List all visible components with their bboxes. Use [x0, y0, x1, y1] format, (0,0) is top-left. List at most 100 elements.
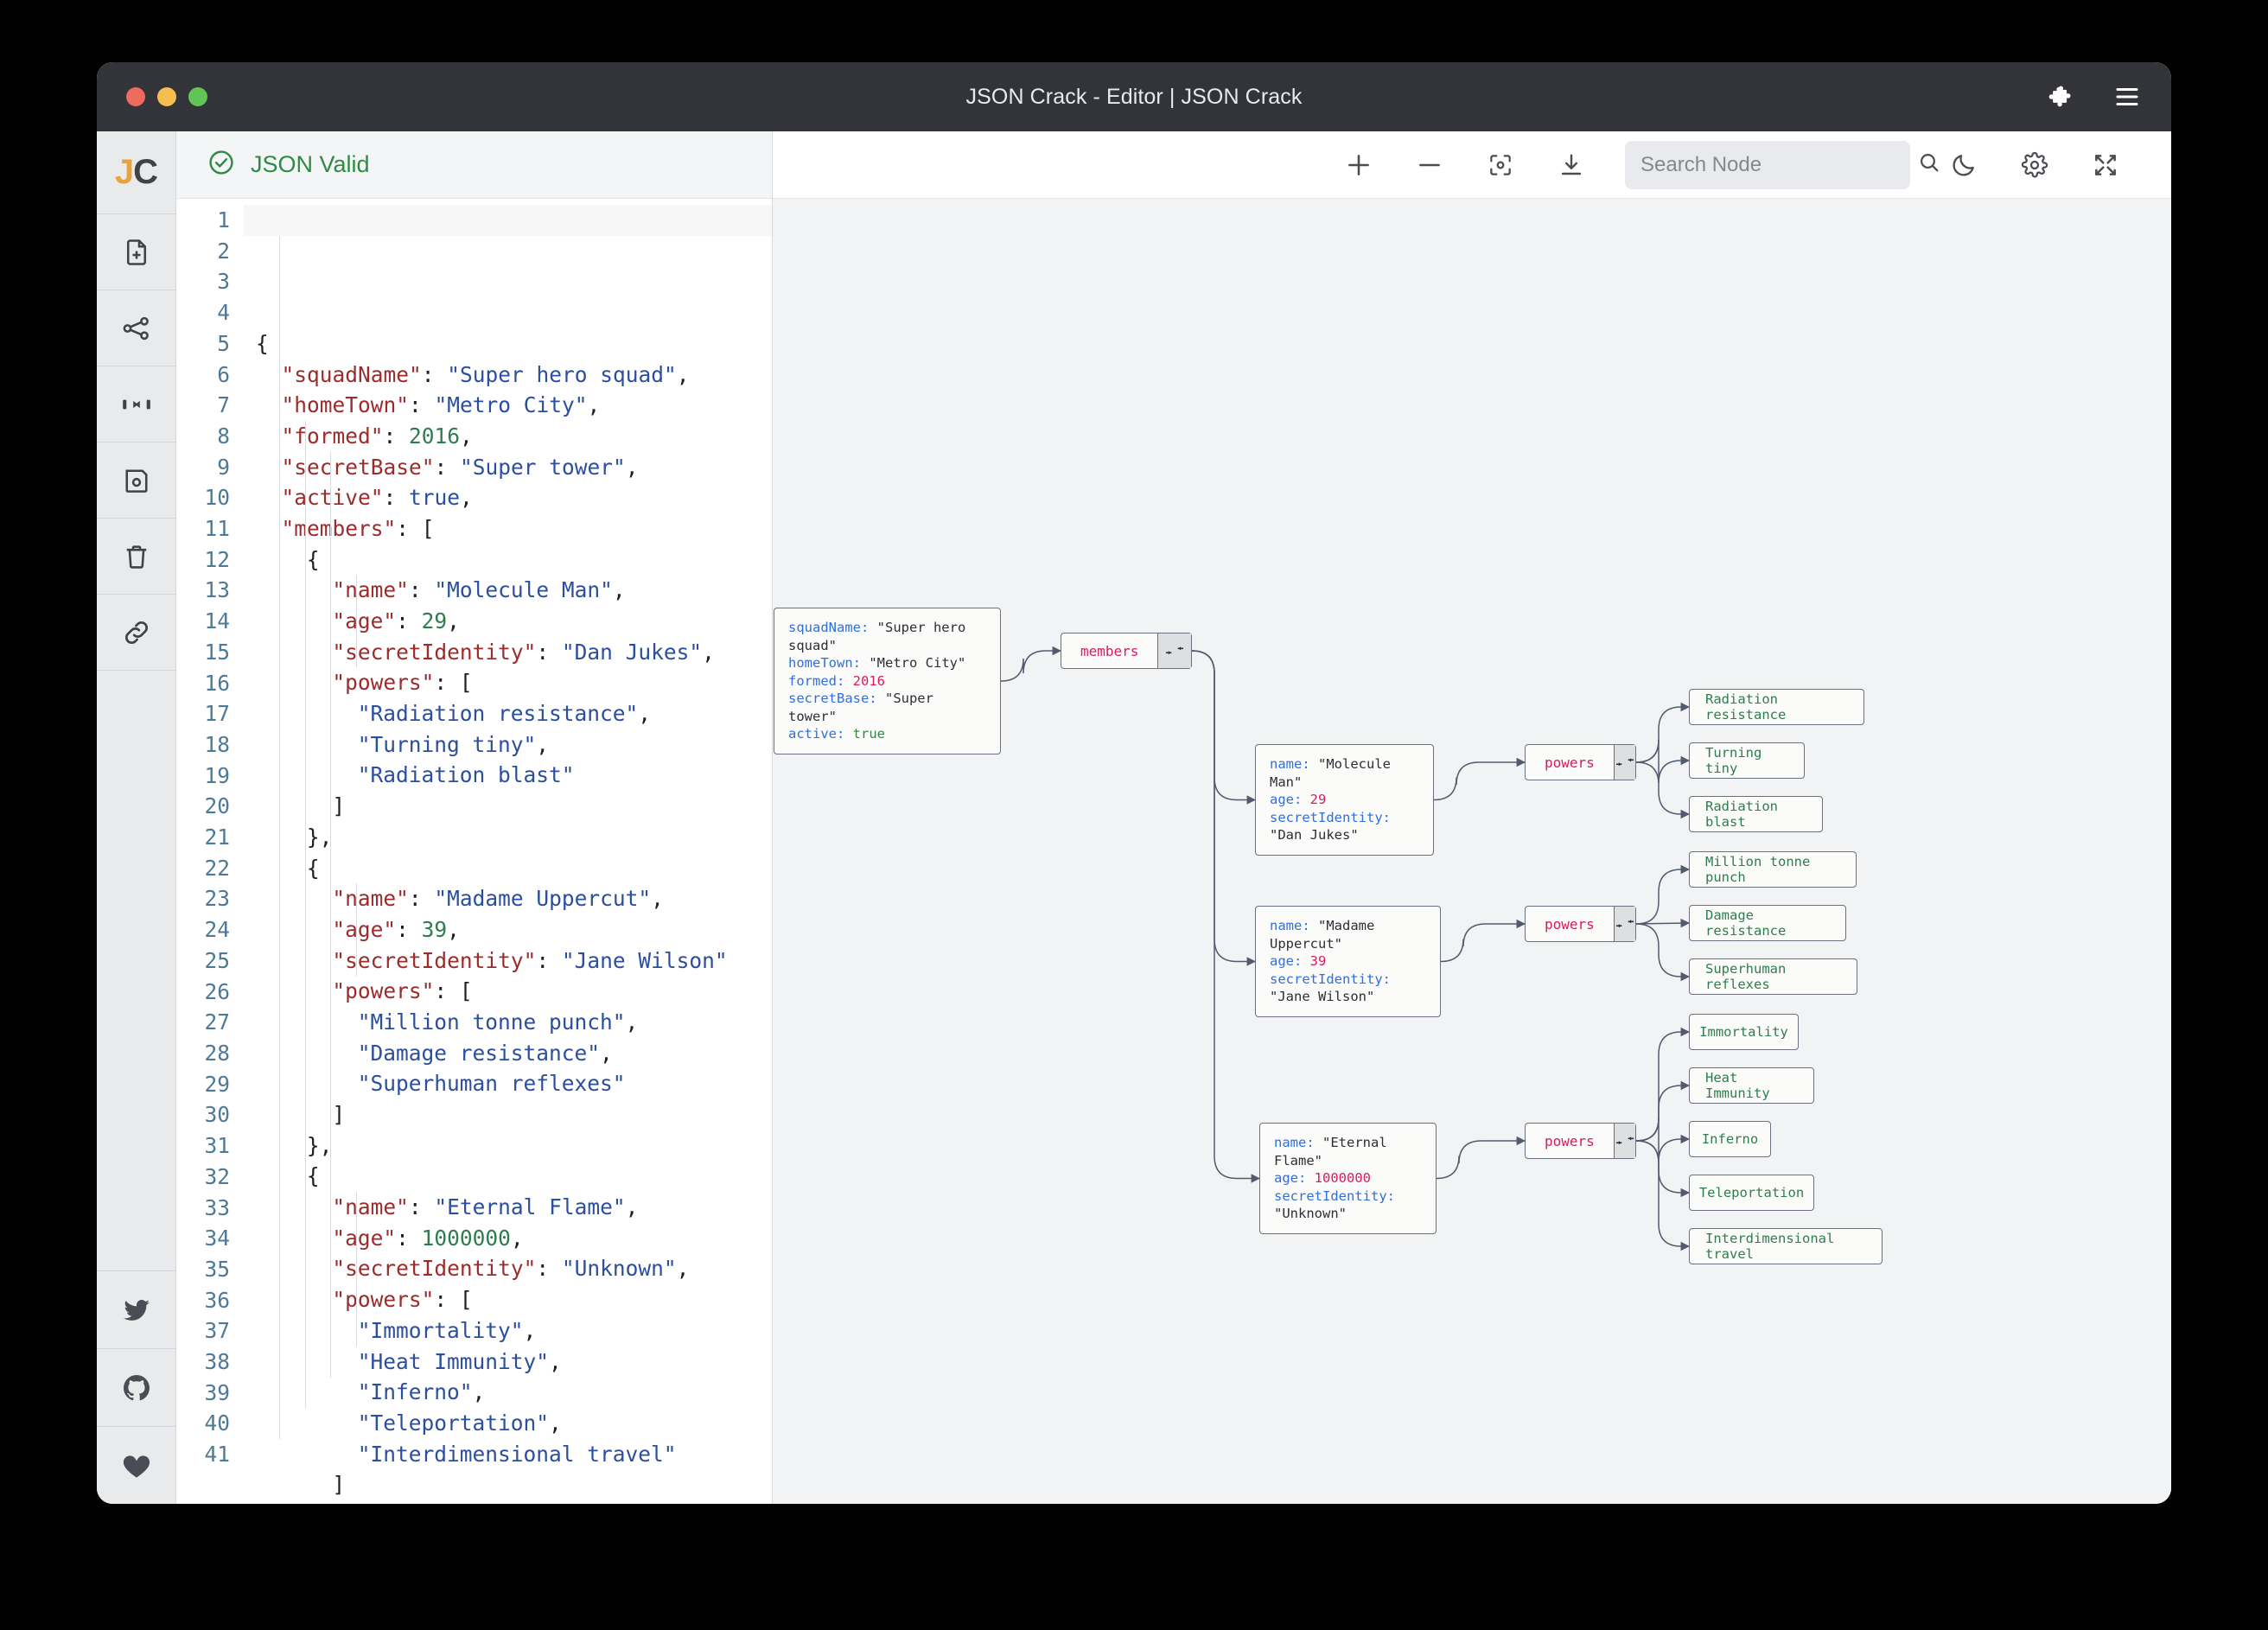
- node-leaf-label: Radiation resistance: [1705, 691, 1787, 723]
- code-line[interactable]: ]: [256, 1469, 772, 1500]
- code-line[interactable]: },: [256, 1130, 772, 1162]
- code-line[interactable]: "Heat Immunity",: [256, 1347, 772, 1378]
- graph-node-leaf[interactable]: Radiation resistance: [1689, 689, 1864, 725]
- code-line[interactable]: "squadName": "Super hero squad",: [256, 360, 772, 391]
- collapse-arrows-icon[interactable]: [1613, 1124, 1635, 1158]
- code-line[interactable]: "Immortality",: [256, 1315, 772, 1347]
- heart-icon[interactable]: [97, 1426, 175, 1504]
- link-icon[interactable]: [97, 595, 175, 671]
- code-line[interactable]: "powers": [: [256, 667, 772, 698]
- node-leaf-label: Immortality: [1699, 1024, 1788, 1040]
- code-token: ,: [676, 1256, 690, 1282]
- collapse-horizontal-icon[interactable]: [97, 366, 175, 443]
- title-bar-actions: [2045, 82, 2142, 111]
- minimize-button[interactable]: [157, 87, 176, 106]
- plus-icon[interactable]: [1341, 148, 1376, 182]
- code-line[interactable]: "Turning tiny",: [256, 729, 772, 761]
- twitter-icon[interactable]: [97, 1270, 175, 1348]
- github-icon[interactable]: [97, 1348, 175, 1426]
- collapse-arrows-icon[interactable]: [1613, 745, 1635, 780]
- graph-node-leaf[interactable]: Damage resistance: [1689, 905, 1846, 941]
- code-line[interactable]: "name": "Molecule Man",: [256, 575, 772, 606]
- graph-node-leaf[interactable]: Turning tiny: [1689, 742, 1805, 779]
- code-line[interactable]: "Damage resistance",: [256, 1038, 772, 1069]
- title-bar: JSON Crack - Editor | JSON Crack: [97, 62, 2171, 131]
- graph-node-leaf[interactable]: Million tonne punch: [1689, 851, 1857, 888]
- code-line[interactable]: "members": [: [256, 513, 772, 544]
- trash-icon[interactable]: [97, 519, 175, 595]
- code-line[interactable]: {: [256, 328, 772, 360]
- graph-canvas[interactable]: squadName: "Super hero squad"homeTown: "…: [773, 199, 2171, 1504]
- save-file-icon[interactable]: [97, 443, 175, 519]
- node-property-value: 29: [1309, 792, 1327, 807]
- code-line[interactable]: "age": 29,: [256, 606, 772, 637]
- code-line[interactable]: "Teleportation",: [256, 1408, 772, 1439]
- code-line[interactable]: "secretIdentity": "Unknown",: [256, 1253, 772, 1284]
- new-document-icon[interactable]: [97, 214, 175, 290]
- graph-node-leaf[interactable]: Radiation blast: [1689, 796, 1823, 832]
- code-line[interactable]: "age": 39,: [256, 914, 772, 946]
- collapse-arrows-icon[interactable]: [1613, 907, 1635, 941]
- graph-node-leaf[interactable]: Superhuman reflexes: [1689, 958, 1857, 995]
- code-content[interactable]: {"squadName": "Super hero squad","homeTo…: [244, 199, 772, 1504]
- graph-node-parent[interactable]: powers: [1525, 906, 1636, 942]
- search-node-box[interactable]: [1625, 140, 1939, 189]
- code-line[interactable]: "age": 1000000,: [256, 1223, 772, 1254]
- graph-node-leaf[interactable]: Heat Immunity: [1689, 1067, 1814, 1104]
- code-line[interactable]: "active": true,: [256, 482, 772, 513]
- code-line[interactable]: }: [256, 1500, 772, 1504]
- hamburger-menu-icon[interactable]: [2112, 82, 2142, 111]
- line-number: 14: [204, 608, 230, 634]
- code-line[interactable]: "secretIdentity": "Jane Wilson": [256, 946, 772, 977]
- node-property-value: true: [852, 726, 885, 742]
- code-line[interactable]: {: [256, 853, 772, 884]
- graph-node-leaf[interactable]: Teleportation: [1689, 1175, 1814, 1211]
- graph-node-object[interactable]: squadName: "Super hero squad"homeTown: "…: [774, 608, 1001, 755]
- code-line[interactable]: "powers": [: [256, 976, 772, 1007]
- graph-node-leaf[interactable]: Immortality: [1689, 1014, 1799, 1050]
- graph-node-leaf[interactable]: Inferno: [1689, 1121, 1771, 1157]
- fullscreen-expand-icon[interactable]: [2088, 148, 2123, 182]
- node-property-key: name:: [1270, 918, 1318, 933]
- code-line[interactable]: ]: [256, 791, 772, 822]
- code-line[interactable]: "powers": [: [256, 1284, 772, 1315]
- code-line[interactable]: "homeTown": "Metro City",: [256, 390, 772, 421]
- code-line[interactable]: "Interdimensional travel": [256, 1439, 772, 1470]
- magnifier-icon[interactable]: [1917, 150, 1941, 179]
- graph-node-parent[interactable]: powers: [1525, 744, 1636, 780]
- maximize-button[interactable]: [188, 87, 207, 106]
- gear-icon[interactable]: [2017, 148, 2052, 182]
- code-line[interactable]: "Inferno",: [256, 1377, 772, 1408]
- code-line[interactable]: ]: [256, 1099, 772, 1130]
- close-button[interactable]: [126, 87, 145, 106]
- code-line[interactable]: "Million tonne punch",: [256, 1007, 772, 1038]
- share-graph-icon[interactable]: [97, 290, 175, 366]
- code-line[interactable]: "secretBase": "Super tower",: [256, 452, 772, 483]
- code-line[interactable]: {: [256, 1161, 772, 1192]
- search-input[interactable]: [1640, 152, 1908, 177]
- code-line[interactable]: "Radiation blast": [256, 760, 772, 791]
- code-line[interactable]: "Superhuman reflexes": [256, 1068, 772, 1099]
- code-line[interactable]: "name": "Madame Uppercut",: [256, 883, 772, 914]
- moon-icon[interactable]: [1946, 148, 1981, 182]
- code-line[interactable]: },: [256, 822, 772, 853]
- download-icon[interactable]: [1554, 148, 1589, 182]
- focus-center-icon[interactable]: [1483, 148, 1518, 182]
- code-line[interactable]: "name": "Eternal Flame",: [256, 1192, 772, 1223]
- collapse-arrows-icon[interactable]: [1157, 634, 1191, 668]
- code-line[interactable]: "secretIdentity": "Dan Jukes",: [256, 637, 772, 668]
- code-line[interactable]: "formed": 2016,: [256, 421, 772, 452]
- graph-node-parent[interactable]: powers: [1525, 1123, 1636, 1159]
- node-property-key: secretIdentity:: [1270, 971, 1391, 987]
- minus-icon[interactable]: [1412, 148, 1447, 182]
- graph-node-parent[interactable]: members: [1061, 633, 1192, 669]
- puzzle-extension-icon[interactable]: [2045, 82, 2074, 111]
- code-line[interactable]: {: [256, 544, 772, 576]
- graph-node-leaf[interactable]: Interdimensional travel: [1689, 1228, 1883, 1264]
- code-line[interactable]: "Radiation resistance",: [256, 698, 772, 729]
